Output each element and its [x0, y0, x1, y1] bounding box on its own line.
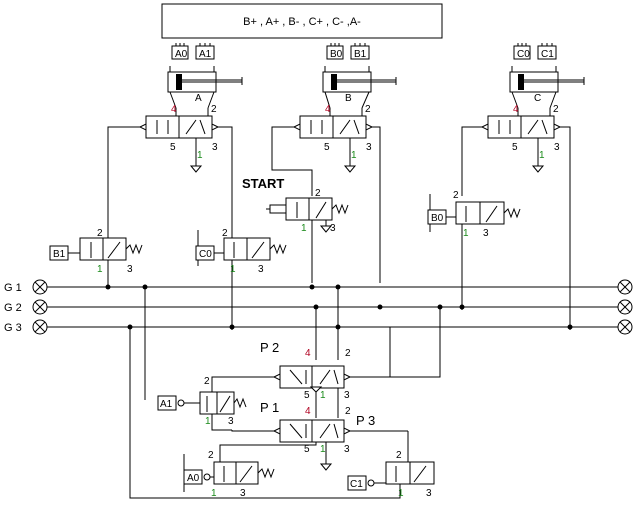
port-2-label: 2	[222, 228, 228, 239]
port-2-label: 2	[345, 406, 351, 417]
sensor-a1-label: A1	[199, 49, 212, 60]
cylinder-c-label: C	[534, 93, 541, 104]
cylinder-c: C0 C1 C	[509, 43, 585, 104]
group-line-g3: G 3	[4, 319, 633, 335]
port-1-label: 1	[301, 223, 307, 234]
sequence-box	[161, 3, 443, 39]
port-1-label: 1	[539, 150, 545, 161]
sensor-c1-label: C1	[541, 49, 554, 60]
port-4-label: 4	[325, 104, 331, 115]
svg-text:G 1: G 1	[4, 282, 22, 294]
tag-a1: A1	[160, 399, 173, 410]
port-3-label: 3	[426, 488, 432, 499]
port-2-label: 2	[97, 228, 103, 239]
port-2-label: 2	[208, 450, 214, 461]
cylinder-a-label: A	[195, 93, 202, 104]
tag-b0: B0	[431, 213, 444, 224]
valve-c-5-2: 4 2 5 1 3	[480, 91, 562, 173]
group-line-g2: G 2	[4, 299, 633, 315]
port-3-label: 3	[212, 142, 218, 153]
valve-a-5-2: 4 2 5 1 3	[138, 91, 220, 173]
port-3-label: 3	[554, 142, 560, 153]
port-3-label: 3	[366, 142, 372, 153]
port-1-label: 1	[97, 264, 103, 275]
cylinder-b: B0 B1 B	[322, 43, 397, 104]
port-5-label: 5	[170, 142, 176, 153]
port-3-label: 3	[344, 444, 350, 455]
valve-p1-5-2: 4 2 5 1 3	[272, 406, 409, 471]
sensor-b0-label: B0	[330, 49, 343, 60]
port-3-label: 3	[240, 488, 246, 499]
port-1-label: 1	[398, 488, 404, 499]
tag-c0: C0	[199, 249, 212, 260]
port-2-label: 2	[204, 376, 210, 387]
port-1-label: 1	[230, 264, 236, 275]
port-4-label: 4	[513, 104, 519, 115]
port-2-label: 2	[315, 188, 321, 199]
port-2-label: 2	[396, 450, 402, 461]
group-line-g1: G 1	[4, 279, 633, 295]
port-2-label: 2	[365, 104, 371, 115]
port-3-label: 3	[127, 264, 133, 275]
port-2-label: 2	[453, 190, 459, 201]
port-1-label: 1	[205, 416, 211, 427]
start-label: START	[242, 176, 284, 191]
p2-label: P 2	[260, 340, 279, 355]
port-4-label: 4	[171, 104, 177, 115]
tag-a0: A0	[187, 473, 200, 484]
port-3-label: 3	[228, 416, 234, 427]
sensor-c0-label: C0	[517, 49, 530, 60]
valve-b1-sensor: B1 2 1 3	[49, 228, 143, 287]
p3-label: P 3	[356, 413, 375, 428]
port-1-label: 1	[197, 150, 203, 161]
tag-b1: B1	[53, 249, 66, 260]
port-3-label: 3	[330, 223, 336, 234]
port-1-label: 1	[211, 488, 217, 499]
port-1-label: 1	[320, 390, 326, 401]
sensor-a0-label: A0	[175, 49, 188, 60]
port-3-label: 3	[483, 228, 489, 239]
port-4-label: 4	[305, 406, 311, 417]
valve-b-5-2: 4 2 5 1 3	[292, 91, 374, 173]
port-1-label: 1	[351, 150, 357, 161]
port-3-label: 3	[258, 264, 264, 275]
cylinder-b-label: B	[345, 93, 352, 104]
port-5-label: 5	[304, 444, 310, 455]
cylinder-a: A0 A1 A	[167, 43, 243, 104]
port-5-label: 5	[512, 142, 518, 153]
valve-c1-sensor: C1 2 1 3	[347, 450, 435, 499]
port-3-label: 3	[344, 390, 350, 401]
port-1-label: 1	[463, 228, 469, 239]
port-5-label: 5	[304, 390, 310, 401]
svg-text:G 2: G 2	[4, 302, 22, 314]
svg-text:G 3: G 3	[4, 322, 22, 334]
port-4-label: 4	[305, 348, 311, 359]
valve-a0-sensor: A0 2 1 3	[183, 442, 317, 499]
sensor-b1-label: B1	[354, 49, 367, 60]
sequence-text: B+ , A+ , B- , C+ , C- ,A-	[243, 16, 361, 28]
port-2-label: 2	[211, 104, 217, 115]
valve-b0-sensor: B0 2 1 3	[427, 190, 521, 310]
port-2-label: 2	[553, 104, 559, 115]
port-1-label: 1	[320, 444, 326, 455]
valve-a1-sensor: A1 2 1 3	[157, 376, 274, 431]
valve-p2-5-2: 4 2 5 1 3	[272, 348, 390, 401]
tag-c1: C1	[350, 479, 363, 490]
port-5-label: 5	[324, 142, 330, 153]
port-2-label: 2	[345, 348, 351, 359]
start-valve[interactable]: 2 1 3	[266, 188, 349, 283]
valve-c0-sensor: C0 2 1 3	[195, 228, 287, 330]
p1-label: P 1	[260, 400, 279, 415]
